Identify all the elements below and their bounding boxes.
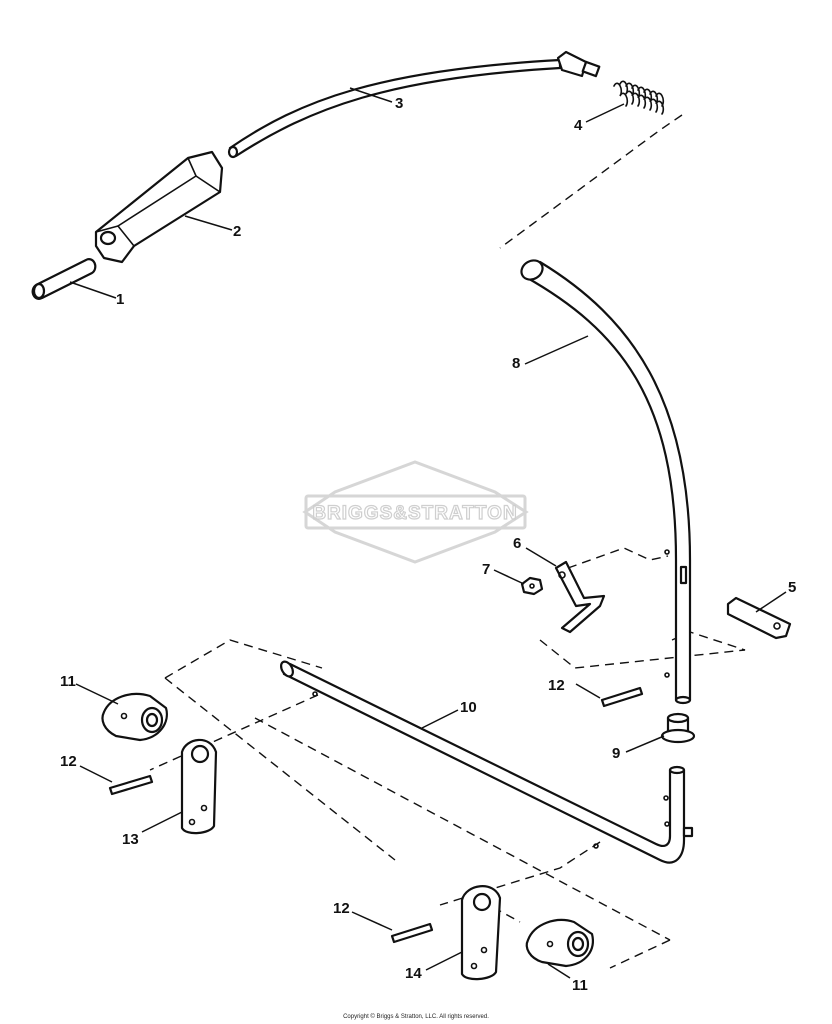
part-5-bracket	[726, 596, 792, 640]
part-11-flange-bearing-left	[101, 692, 168, 742]
part-6-lever	[554, 560, 606, 634]
part-12-pin-upper	[600, 686, 644, 708]
watermark-text: BRIGGS&STRATTON	[312, 503, 517, 524]
callout-14: 14	[405, 965, 422, 982]
callout-2: 2	[233, 223, 241, 240]
callout-8: 8	[512, 355, 520, 372]
part-10-main-shaft	[280, 660, 694, 864]
callout-labels: 1 2 3 4 5 6 7 8 9 10 11 11 12 12 12 13 1…	[60, 95, 796, 994]
part-14-link-arm	[460, 885, 502, 981]
callout-11-left: 11	[60, 673, 76, 690]
part-3-control-cable	[227, 50, 601, 159]
brand-watermark: BRIGGS&STRATTON	[302, 460, 529, 564]
callout-1: 1	[116, 291, 124, 308]
leader-lines	[69, 87, 787, 979]
callout-10: 10	[460, 699, 477, 716]
part-9-bushing	[660, 712, 696, 744]
part-12-pin-lower	[390, 922, 434, 944]
copyright-notice: Copyright © Briggs & Stratton, LLC. All …	[343, 1014, 489, 1020]
callout-12-upper: 12	[548, 677, 565, 694]
part-12-pin-left	[108, 774, 154, 796]
part-8-curved-tube	[520, 259, 692, 705]
callout-7: 7	[482, 561, 490, 578]
callout-13: 13	[122, 831, 139, 848]
part-13-link-arm	[180, 738, 218, 835]
part-7-nut	[520, 576, 544, 596]
callout-12-left: 12	[60, 753, 77, 770]
part-2-handle-grip	[94, 150, 224, 264]
callout-9: 9	[612, 745, 620, 762]
part-11-flange-bearing-right	[525, 918, 594, 968]
part-1-pin	[31, 258, 97, 300]
callout-11-right: 11	[572, 977, 588, 994]
callout-5: 5	[788, 579, 796, 596]
callout-6: 6	[513, 535, 521, 552]
callout-3: 3	[395, 95, 403, 112]
assembly-lines	[149, 114, 746, 969]
callout-4: 4	[574, 117, 583, 134]
callout-12-lower: 12	[333, 900, 350, 917]
part-4-spring	[613, 80, 665, 115]
